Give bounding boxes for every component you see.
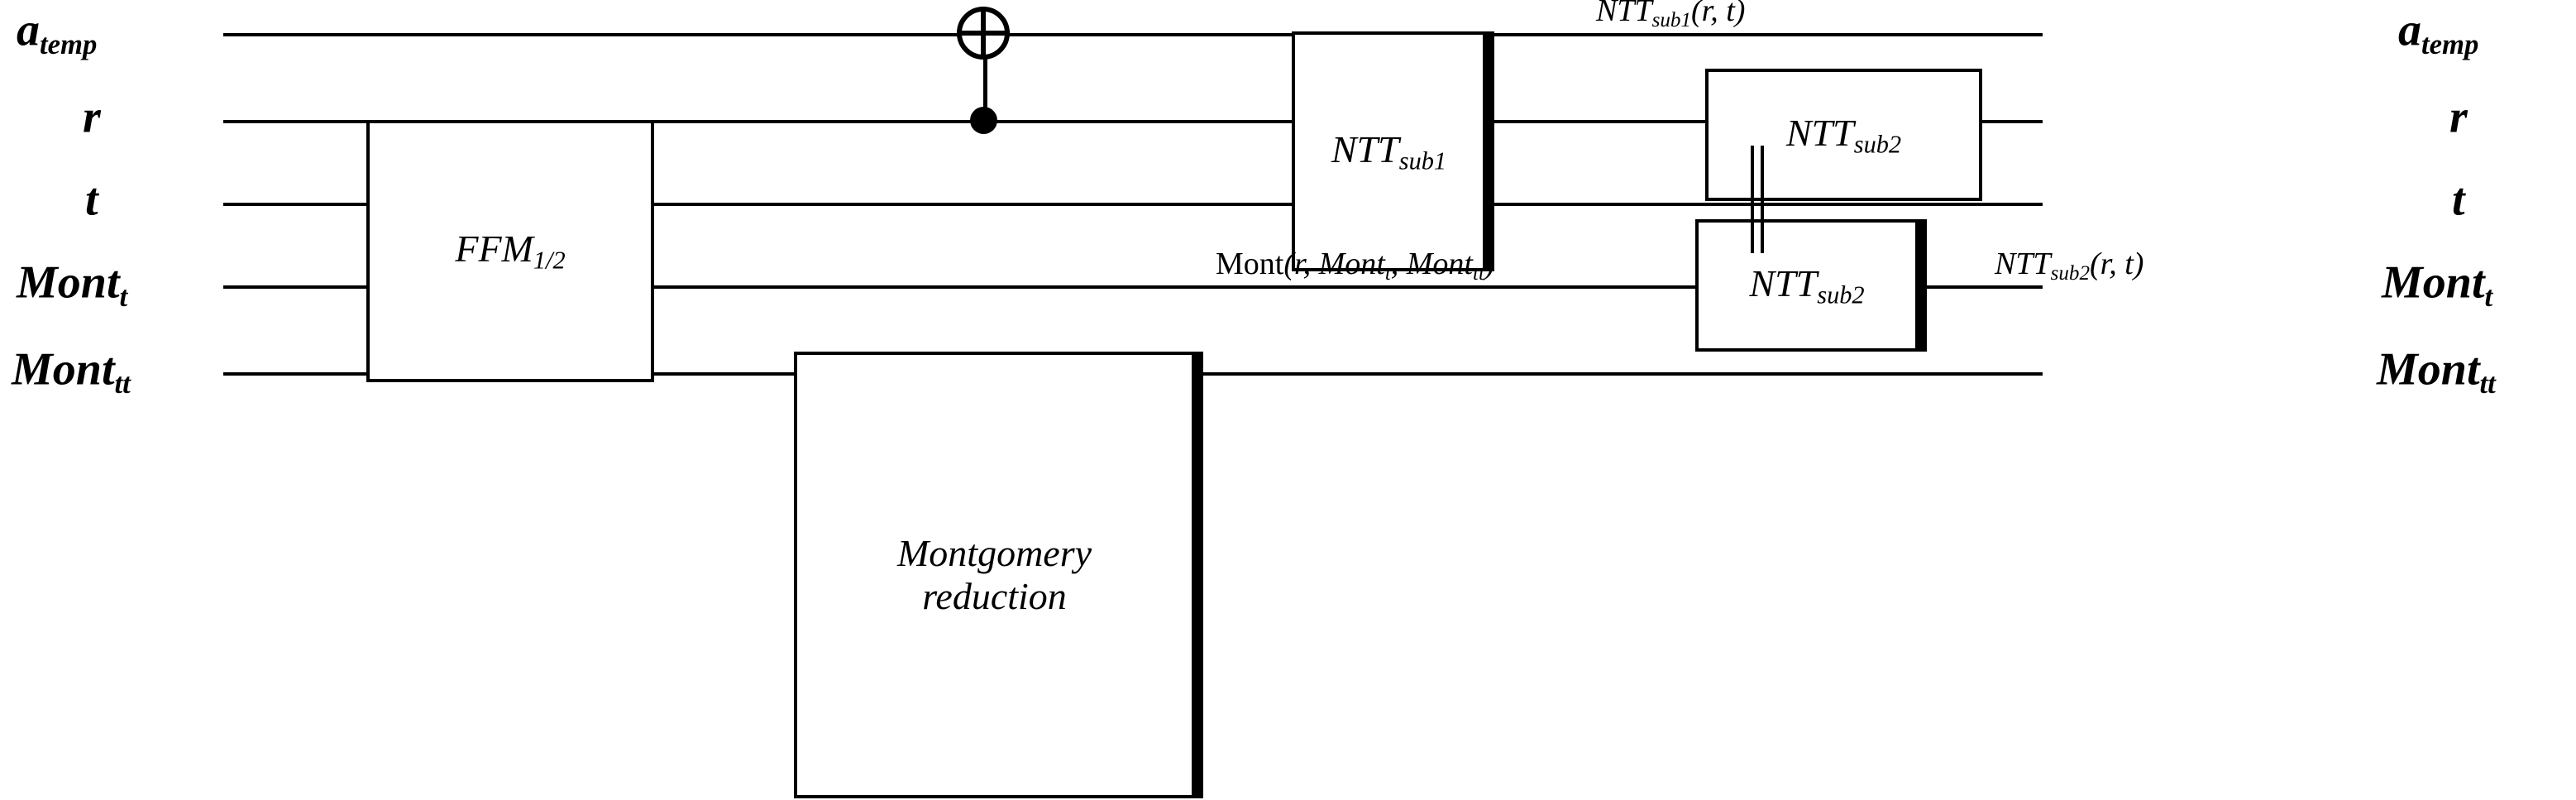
qubit-wire-t <box>223 203 2043 206</box>
gate-ntt-sub2-upper[interactable]: NTTsub2 <box>1705 69 1982 201</box>
output-label-r: r <box>2449 91 2468 143</box>
gate-montgomery-reduction-label: Montgomery reduction <box>896 532 1092 617</box>
cnot-control-dot-icon[interactable] <box>970 107 997 134</box>
input-label-mont-tt: Monttt <box>12 343 131 400</box>
classical-double-link <box>1751 146 1764 253</box>
gate-ntt-sub2-upper-label: NTTsub2 <box>1785 111 1902 159</box>
cnot-connector-line <box>983 33 987 120</box>
cnot-target-icon[interactable] <box>957 7 1010 60</box>
input-label-r: r <box>83 91 101 143</box>
output-label-mont-t: Montt <box>2382 256 2493 313</box>
gate-ntt-sub2-lower-label: NTTsub2 <box>1749 261 1865 309</box>
gate-ffm-label: FFM1/2 <box>455 228 566 275</box>
gate-ntt-sub2-lower[interactable]: NTTsub2 <box>1695 219 1927 352</box>
gate-ffm[interactable]: FFM1/2 <box>366 120 654 382</box>
input-label-mont-t: Montt <box>17 256 128 313</box>
output-label-a-temp: atemp <box>2398 4 2479 60</box>
gate-ntt-sub1-label: NTTsub1 <box>1331 127 1447 175</box>
input-label-t: t <box>85 174 98 226</box>
input-label-a-temp: atemp <box>17 4 98 60</box>
qubit-wire-r <box>223 120 2043 123</box>
annotation-ntt-sub2-output: NTTsub2(r, t) <box>1995 247 2144 285</box>
qubit-wire-mont-t <box>223 285 2043 289</box>
qubit-wire-a-temp <box>223 33 2043 36</box>
output-label-t: t <box>2452 174 2465 226</box>
output-label-mont-tt: Monttt <box>2377 343 2496 400</box>
annotation-montgomery-output: Mont(r, Montt, Monttt) <box>1216 247 1495 285</box>
annotation-ntt-sub1-output: NTTsub1(r, t) <box>1596 0 1746 32</box>
gate-montgomery-reduction[interactable]: Montgomery reduction <box>794 352 1203 798</box>
gate-ntt-sub1[interactable]: NTTsub1 <box>1292 31 1494 271</box>
